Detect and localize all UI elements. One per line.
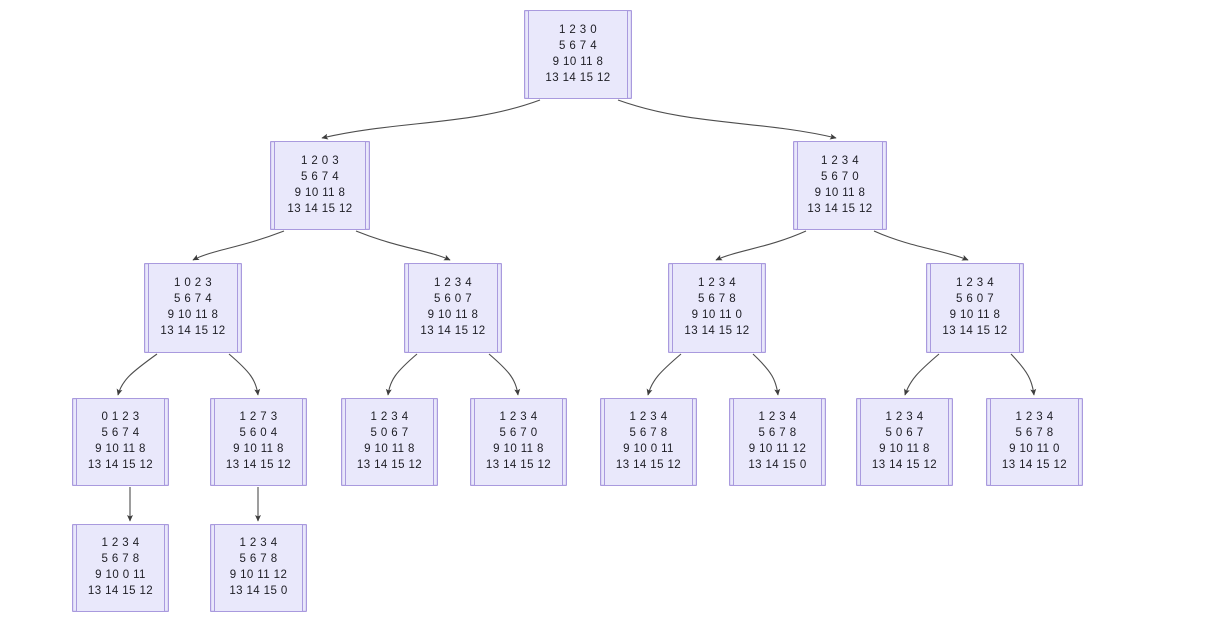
tree-node[interactable]: 1 2 3 4 5 6 7 0 9 10 11 8 13 14 15 12 bbox=[474, 398, 563, 486]
tree-edge bbox=[1010, 353, 1037, 396]
tree-node-row: 1 2 0 3 bbox=[301, 154, 339, 167]
tree-node-row: 9 10 11 8 bbox=[95, 443, 146, 456]
tree-node-row: 13 14 15 12 bbox=[225, 459, 292, 472]
tree-node-row: 9 10 11 8 bbox=[167, 309, 219, 322]
tree-node[interactable]: 1 2 3 4 5 6 7 8 9 10 0 11 13 14 15 12 bbox=[76, 524, 165, 612]
tree-node-row: 13 14 15 12 bbox=[615, 459, 682, 472]
tree-node-row: 1 0 2 3 bbox=[174, 277, 212, 290]
tree-node-row: 9 10 11 8 bbox=[552, 55, 604, 68]
tree-node-row: 1 2 3 4 bbox=[629, 411, 668, 424]
tree-node-row: 5 6 7 8 bbox=[758, 427, 797, 440]
tree-node-row: 5 6 7 4 bbox=[559, 39, 597, 52]
tree-edge bbox=[488, 353, 521, 396]
tree-node[interactable]: 1 2 3 0 5 6 7 4 9 10 11 8 13 14 15 12 bbox=[528, 10, 628, 99]
tree-edge bbox=[355, 230, 451, 261]
tree-node-row: 9 10 11 8 bbox=[949, 309, 1001, 322]
tree-node[interactable]: 1 2 3 4 5 6 7 0 9 10 11 8 13 14 15 12 bbox=[797, 141, 883, 230]
tree-node-row: 9 10 11 8 bbox=[364, 443, 415, 456]
tree-node-row: 1 2 7 3 bbox=[239, 411, 278, 424]
tree-node-row: 13 14 15 0 bbox=[748, 459, 807, 472]
tree-edge bbox=[617, 99, 837, 140]
tree-node-row: 13 14 15 12 bbox=[807, 202, 873, 215]
tree-node-row: 1 2 3 4 bbox=[758, 411, 797, 424]
tree-node-row: 5 6 7 4 bbox=[301, 170, 339, 183]
tree-node-row: 0 1 2 3 bbox=[101, 411, 140, 424]
tree-node-row: 1 2 3 4 bbox=[885, 411, 924, 424]
tree-node-row: 13 14 15 12 bbox=[160, 325, 226, 338]
tree-node-row: 5 6 7 8 bbox=[101, 553, 140, 566]
tree-node-row: 13 14 15 12 bbox=[87, 585, 154, 598]
tree-node-row: 9 10 11 12 bbox=[229, 569, 288, 582]
tree-edge bbox=[752, 353, 781, 396]
tree-node-row: 9 10 11 12 bbox=[748, 443, 807, 456]
tree-node-row: 13 14 15 12 bbox=[942, 325, 1008, 338]
tree-node-row: 1 2 3 4 bbox=[821, 154, 859, 167]
tree-edge bbox=[904, 353, 940, 396]
tree-node-row: 9 10 11 8 bbox=[294, 186, 346, 199]
tree-node-row: 9 10 11 8 bbox=[493, 443, 544, 456]
tree-node-row: 9 10 11 8 bbox=[233, 443, 284, 456]
tree-node[interactable]: 1 2 7 3 5 6 0 4 9 10 11 8 13 14 15 12 bbox=[214, 398, 303, 486]
tree-node-row: 1 2 3 4 bbox=[1015, 411, 1054, 424]
tree-node-row: 5 6 7 8 bbox=[239, 553, 278, 566]
tree-node-row: 5 6 7 8 bbox=[629, 427, 668, 440]
tree-node-row: 9 10 11 8 bbox=[427, 309, 479, 322]
tree-node[interactable]: 1 2 0 3 5 6 7 4 9 10 11 8 13 14 15 12 bbox=[274, 141, 366, 230]
tree-node[interactable]: 0 1 2 3 5 6 7 4 9 10 11 8 13 14 15 12 bbox=[76, 398, 165, 486]
tree-node[interactable]: 1 2 3 4 5 6 7 8 9 10 0 11 13 14 15 12 bbox=[604, 398, 693, 486]
tree-node-row: 9 10 11 8 bbox=[879, 443, 930, 456]
tree-node-row: 5 6 7 0 bbox=[499, 427, 538, 440]
tree-node-row: 1 2 3 4 bbox=[434, 277, 472, 290]
tree-node[interactable]: 1 2 3 4 5 6 7 8 9 10 11 12 13 14 15 0 bbox=[214, 524, 303, 612]
tree-node-row: 13 14 15 12 bbox=[1001, 459, 1068, 472]
tree-node-row: 5 6 7 0 bbox=[821, 170, 859, 183]
tree-node-row: 5 6 0 4 bbox=[239, 427, 278, 440]
tree-node-row: 5 6 7 8 bbox=[698, 293, 736, 306]
tree-node[interactable]: 1 2 3 4 5 6 0 7 9 10 11 8 13 14 15 12 bbox=[408, 263, 498, 353]
tree-node-row: 13 14 15 12 bbox=[287, 202, 353, 215]
tree-node-row: 1 2 3 4 bbox=[499, 411, 538, 424]
tree-node-row: 9 10 11 8 bbox=[814, 186, 866, 199]
tree-node[interactable]: 1 2 3 4 5 6 0 7 9 10 11 8 13 14 15 12 bbox=[930, 263, 1020, 353]
tree-node-row: 1 2 3 4 bbox=[698, 277, 736, 290]
tree-node-row: 13 14 15 12 bbox=[871, 459, 938, 472]
tree-node-row: 1 2 3 4 bbox=[956, 277, 994, 290]
tree-node-row: 13 14 15 12 bbox=[87, 459, 154, 472]
tree-edge bbox=[116, 353, 158, 396]
tree-node[interactable]: 1 2 3 4 5 6 7 8 9 10 11 0 13 14 15 12 bbox=[990, 398, 1079, 486]
tree-node-row: 1 2 3 4 bbox=[370, 411, 409, 424]
tree-node[interactable]: 1 0 2 3 5 6 7 4 9 10 11 8 13 14 15 12 bbox=[148, 263, 238, 353]
tree-edge bbox=[715, 230, 807, 261]
tree-node-row: 13 14 15 12 bbox=[420, 325, 486, 338]
tree-node[interactable]: 1 2 3 4 5 0 6 7 9 10 11 8 13 14 15 12 bbox=[860, 398, 949, 486]
tree-node-row: 1 2 3 4 bbox=[101, 537, 140, 550]
tree-edge bbox=[321, 99, 541, 140]
tree-edge bbox=[646, 353, 682, 396]
tree-node-row: 13 14 15 0 bbox=[229, 585, 288, 598]
tree-node[interactable]: 1 2 3 4 5 0 6 7 9 10 11 8 13 14 15 12 bbox=[345, 398, 434, 486]
tree-node-row: 9 10 0 11 bbox=[95, 569, 146, 582]
tree-node-row: 5 6 7 4 bbox=[174, 293, 212, 306]
tree-node-row: 1 2 3 0 bbox=[559, 23, 597, 36]
tree-node-row: 5 6 7 8 bbox=[1015, 427, 1054, 440]
tree-node-row: 5 6 7 4 bbox=[101, 427, 140, 440]
tree-node-row: 9 10 0 11 bbox=[623, 443, 674, 456]
tree-node-row: 5 6 0 7 bbox=[956, 293, 994, 306]
tree-node-row: 5 0 6 7 bbox=[370, 427, 409, 440]
tree-node-row: 13 14 15 12 bbox=[356, 459, 423, 472]
tree-edge bbox=[192, 230, 285, 261]
tree-node[interactable]: 1 2 3 4 5 6 7 8 9 10 11 0 13 14 15 12 bbox=[672, 263, 762, 353]
tree-node-row: 9 10 11 0 bbox=[691, 309, 743, 322]
tree-edge bbox=[228, 353, 261, 396]
tree-edge bbox=[873, 230, 969, 261]
tree-node-row: 13 14 15 12 bbox=[545, 71, 611, 84]
tree-node-row: 13 14 15 12 bbox=[684, 325, 750, 338]
tree-node[interactable]: 1 2 3 4 5 6 7 8 9 10 11 12 13 14 15 0 bbox=[733, 398, 822, 486]
tree-node-row: 5 6 0 7 bbox=[434, 293, 472, 306]
tree-node-row: 13 14 15 12 bbox=[485, 459, 552, 472]
tree-node-row: 9 10 11 0 bbox=[1009, 443, 1060, 456]
tree-node-row: 1 2 3 4 bbox=[239, 537, 278, 550]
tree-edge bbox=[385, 353, 418, 396]
tree-node-row: 5 0 6 7 bbox=[885, 427, 924, 440]
